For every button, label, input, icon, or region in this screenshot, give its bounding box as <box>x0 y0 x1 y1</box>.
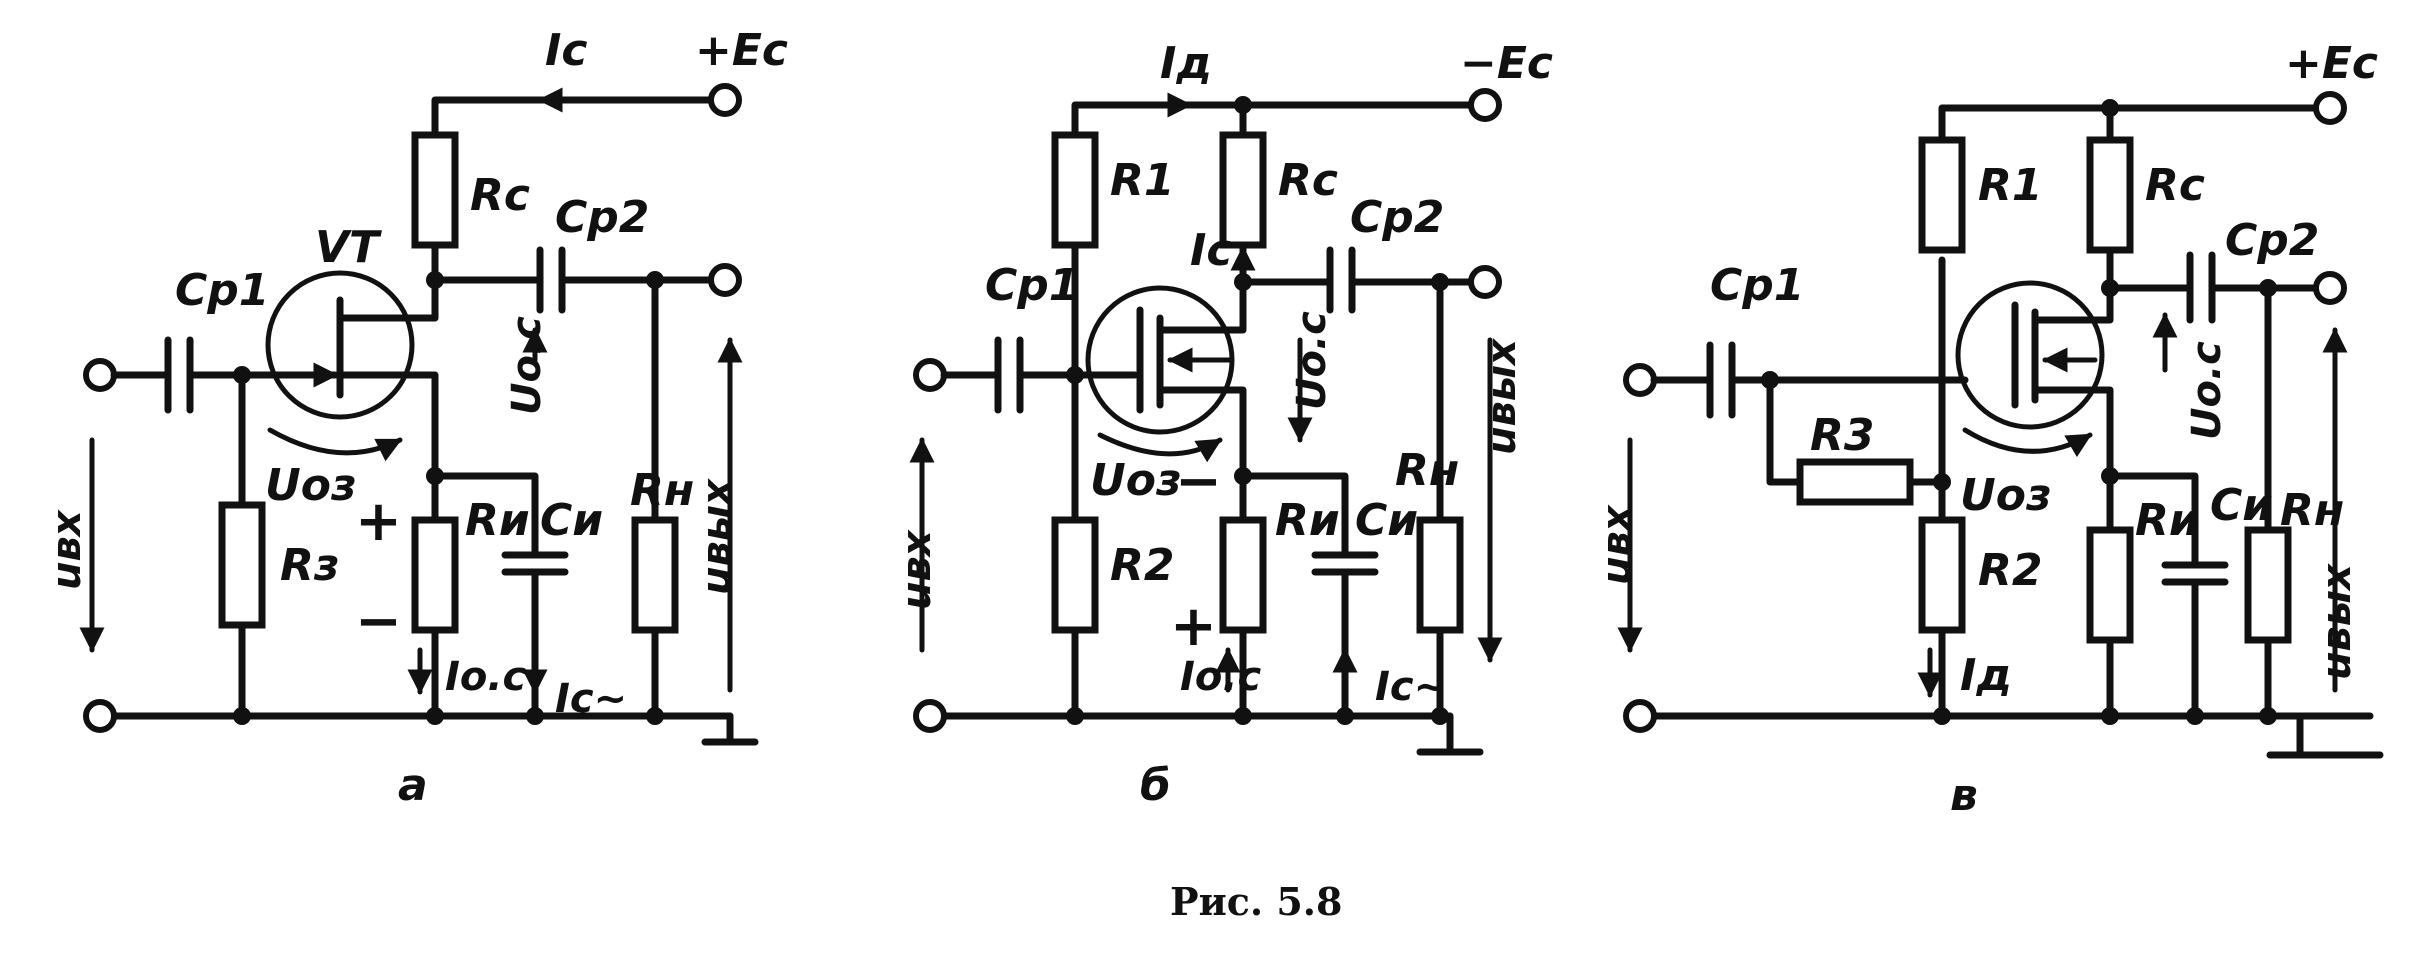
circuit-c: +Ec R1 Rc Cp2 Cp1 Uo.c R3 Uoз Rи Cи Rн u… <box>1594 38 2384 821</box>
supply-label: −Ec <box>1460 38 1553 89</box>
uoc-label: Uo.c <box>1289 311 1335 410</box>
ic-label: Ic <box>1190 225 1232 276</box>
rn-resistor <box>1416 516 1464 634</box>
supply-label: +Ec <box>695 25 788 76</box>
cp2-label: Cp2 <box>555 192 649 243</box>
input-terminal-low <box>913 699 947 733</box>
rc-resistor <box>2086 136 2134 254</box>
r3-label: R3 <box>1810 410 1875 461</box>
id-label: Iд <box>1960 650 2012 701</box>
r2-resistor <box>1918 516 1966 634</box>
cp2-label: Cp2 <box>2225 215 2319 266</box>
ri-resistor <box>2086 526 2134 644</box>
cp1-label: Cp1 <box>985 260 1079 311</box>
ri-resistor <box>411 516 459 634</box>
input-terminal <box>1623 363 1657 397</box>
cp2-capacitor <box>1326 246 1356 314</box>
uvh-label: uвх <box>894 529 940 610</box>
ri-label: Rи <box>1275 495 1340 546</box>
r1-resistor <box>1918 136 1966 254</box>
uvyh-label: uвых <box>1479 338 1525 455</box>
r2-resistor <box>1051 516 1099 634</box>
input-terminal <box>913 358 947 392</box>
circuit-b: Iд −Ec R1 Rc Cp2 Ic Cp1 Uo.c Uoз − + Rи … <box>894 38 1553 811</box>
input-terminal-low <box>83 699 117 733</box>
rc-label: Rc <box>1278 155 1338 206</box>
uvyh-label: uвых <box>694 478 740 595</box>
cp2-label: Cp2 <box>1350 192 1444 243</box>
cp1-label: Cp1 <box>1710 260 1804 311</box>
rc-label: Rc <box>2145 160 2205 211</box>
r2-label: R2 <box>1978 545 2043 596</box>
vt-label: VT <box>315 222 382 273</box>
ri-label: Rи <box>465 495 530 546</box>
circuit-c-tag: в <box>1950 770 1978 821</box>
circuit-b-tag: б <box>1140 760 1171 811</box>
ic-label: Ic <box>545 25 587 76</box>
figure-caption: Рис. 5.8 <box>1170 879 1342 924</box>
input-terminal-low <box>1623 699 1657 733</box>
rn-resistor <box>2244 526 2292 644</box>
vt-transistor <box>265 270 415 420</box>
rn-label: Rн <box>630 465 694 516</box>
rz-label: Rз <box>280 540 339 591</box>
minus-sign: − <box>355 589 402 654</box>
plus-sign: + <box>1170 594 1217 659</box>
uoc-label: Uo.c <box>2184 341 2230 440</box>
vt-transistor <box>1955 280 2105 430</box>
r1-resistor <box>1051 131 1099 249</box>
plus-sign: + <box>355 489 402 554</box>
ci-label: Cи <box>1355 495 1418 546</box>
output-terminal <box>1468 265 1502 299</box>
uoc-label: Uo.c <box>504 316 550 415</box>
rc-resistor <box>411 131 459 249</box>
ci-label: Cи <box>540 495 603 546</box>
icac-label: Ic~ <box>555 676 627 722</box>
uoz-label: Uoз <box>265 460 357 511</box>
circuit-a: Ic +Ec Rc VT Cp2 Cp1 Uo.c Uoз Rз + − Rи … <box>44 25 788 811</box>
r1-label: R1 <box>1978 160 2043 211</box>
r3-resistor <box>1796 458 1914 506</box>
output-terminal <box>2313 271 2347 305</box>
uvh-label: uвх <box>44 509 90 590</box>
rn-label: Rн <box>1395 445 1459 496</box>
uoz-label: Uoз <box>1090 455 1182 506</box>
output-terminal <box>708 263 742 297</box>
rz-resistor <box>218 501 266 629</box>
supply-terminal <box>708 83 742 117</box>
supply-terminal <box>2313 91 2347 125</box>
r1-label: R1 <box>1110 155 1175 206</box>
rc-label: Rc <box>470 170 530 221</box>
rn-label: Rн <box>2280 485 2344 536</box>
input-terminal <box>83 358 117 392</box>
ri-label: Rи <box>2135 495 2200 546</box>
supply-label: +Ec <box>2285 38 2378 89</box>
uoz-label: Uoз <box>1960 470 2052 521</box>
id-label: Iд <box>1160 38 1212 89</box>
cp1-label: Cp1 <box>175 265 269 316</box>
icac-label: Ic~ <box>1375 664 1447 710</box>
r2-label: R2 <box>1110 540 1175 591</box>
minus-sign: − <box>1175 449 1222 514</box>
ri-resistor <box>1219 516 1267 634</box>
ci-label: Cи <box>2210 480 2273 531</box>
ioc-label: Io.c <box>445 654 527 700</box>
circuit-a-tag: а <box>398 760 428 811</box>
uvh-label: uвх <box>1594 504 1640 585</box>
supply-terminal <box>1468 88 1502 122</box>
rn-resistor <box>631 516 679 634</box>
uvyh-label: uвых <box>2314 563 2360 680</box>
ioc-label: Io.c <box>1180 654 1262 700</box>
